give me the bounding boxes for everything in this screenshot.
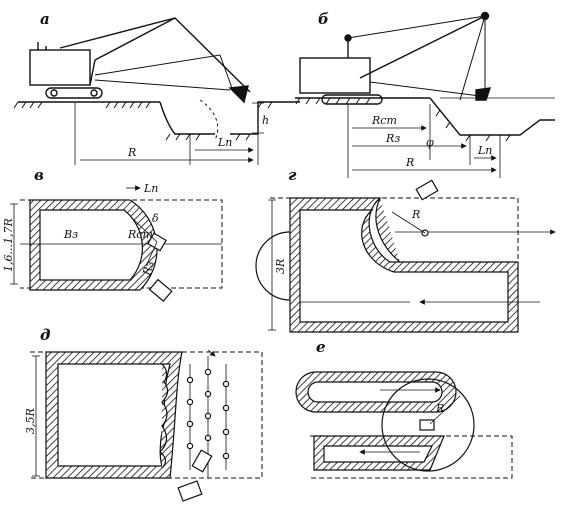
boom-base (89, 59, 96, 86)
stick (94, 54, 233, 89)
stop-point (222, 428, 230, 436)
label-3R: 3R (274, 259, 287, 274)
label-Lp: Lп (477, 144, 492, 157)
turning-arc (255, 231, 291, 301)
label-R: R (435, 402, 444, 415)
cab-mast (37, 42, 47, 50)
panel-d-letter: д (40, 326, 50, 344)
excavator-cab (29, 49, 91, 86)
dim-extension (347, 104, 501, 178)
label-R: R (127, 146, 136, 159)
bucket (475, 87, 492, 101)
travel-arrow (207, 349, 216, 357)
label-width: 1,6...1,7R (2, 218, 15, 272)
dim-width-ticks (32, 355, 40, 477)
drag-rope (369, 81, 481, 97)
panel-v: в 1,6...1,7R Lп Bз Rст Rз δ (2, 166, 223, 302)
stop-point (204, 368, 212, 376)
panel-e: е R (295, 338, 513, 479)
label-3-5R: 3,5R (24, 408, 37, 434)
stop-point (222, 380, 230, 388)
stop-point (222, 452, 230, 460)
ground-hatch (13, 101, 151, 109)
panel-g-letter: г (288, 166, 297, 184)
trench-inner (323, 445, 433, 463)
panel-e-letter: е (316, 338, 326, 356)
label-Rst: Rст (371, 114, 397, 127)
cut-inner (57, 363, 171, 467)
boom-brace (94, 17, 176, 61)
pit-outline (429, 97, 555, 136)
ground-hatch (295, 97, 371, 105)
dim-width-ticks (268, 199, 276, 331)
dragline-cab (299, 57, 371, 94)
bucket-arc (199, 99, 219, 141)
label-Bz: Bз (63, 228, 78, 241)
label-Lp: Lп (217, 136, 232, 149)
stop-point (204, 412, 212, 420)
panel-b-letter: б (318, 10, 329, 28)
label-delta: δ (152, 212, 159, 225)
stop-point (204, 390, 212, 398)
stop-point (186, 442, 194, 450)
hoist-rope (459, 15, 486, 101)
panel-a: а h Lп R (13, 10, 300, 165)
radius-line (391, 211, 426, 234)
pit-outline (159, 101, 300, 135)
label-Rst: Rст (127, 228, 153, 241)
crawler-track (45, 87, 103, 99)
stop-point (222, 404, 230, 412)
excavator-plan (177, 480, 203, 502)
radius-line (429, 395, 461, 425)
bucket (228, 85, 249, 104)
excavator-plan (415, 179, 439, 201)
track-wheel (90, 89, 98, 97)
panel-d: д 3,5R (24, 326, 263, 502)
stop-point (186, 398, 194, 406)
label-h: h (262, 114, 269, 127)
label-Lp: Lп (143, 182, 158, 195)
swing-circle (381, 378, 475, 472)
dragline-boom (359, 15, 486, 79)
hoist-rope (94, 79, 231, 91)
pit-hatch (165, 101, 273, 141)
cut-inner (39, 209, 143, 281)
dim-h-ticks (252, 102, 264, 134)
label-Rz: Rз (385, 132, 400, 145)
loop-inner (307, 381, 443, 403)
stop-point (186, 420, 194, 428)
crawler-track (321, 94, 383, 105)
panel-b: б Rст φ Rз Lп R (295, 10, 555, 178)
stop-point (204, 434, 212, 442)
pendant-rope (347, 15, 486, 39)
label-R: R (405, 156, 414, 169)
stop-point (186, 376, 194, 384)
panel-a-letter: а (40, 10, 50, 28)
label-phi: φ (426, 136, 434, 149)
face-hatch (375, 197, 401, 263)
panel-v-letter: в (34, 166, 44, 184)
cut-inner (299, 209, 509, 323)
excavator-plan (148, 278, 173, 302)
excavator-plan (419, 419, 435, 431)
excavator-plan (191, 449, 213, 473)
pit-hatch (435, 109, 511, 142)
label-Rz: Rз (140, 260, 157, 278)
panel-g: г R 3R (255, 166, 556, 333)
scalloped-face (159, 363, 169, 469)
radius-lines (131, 217, 158, 267)
track-wheel (50, 89, 58, 97)
label-R: R (411, 208, 420, 221)
dim-width-ticks (10, 203, 18, 285)
